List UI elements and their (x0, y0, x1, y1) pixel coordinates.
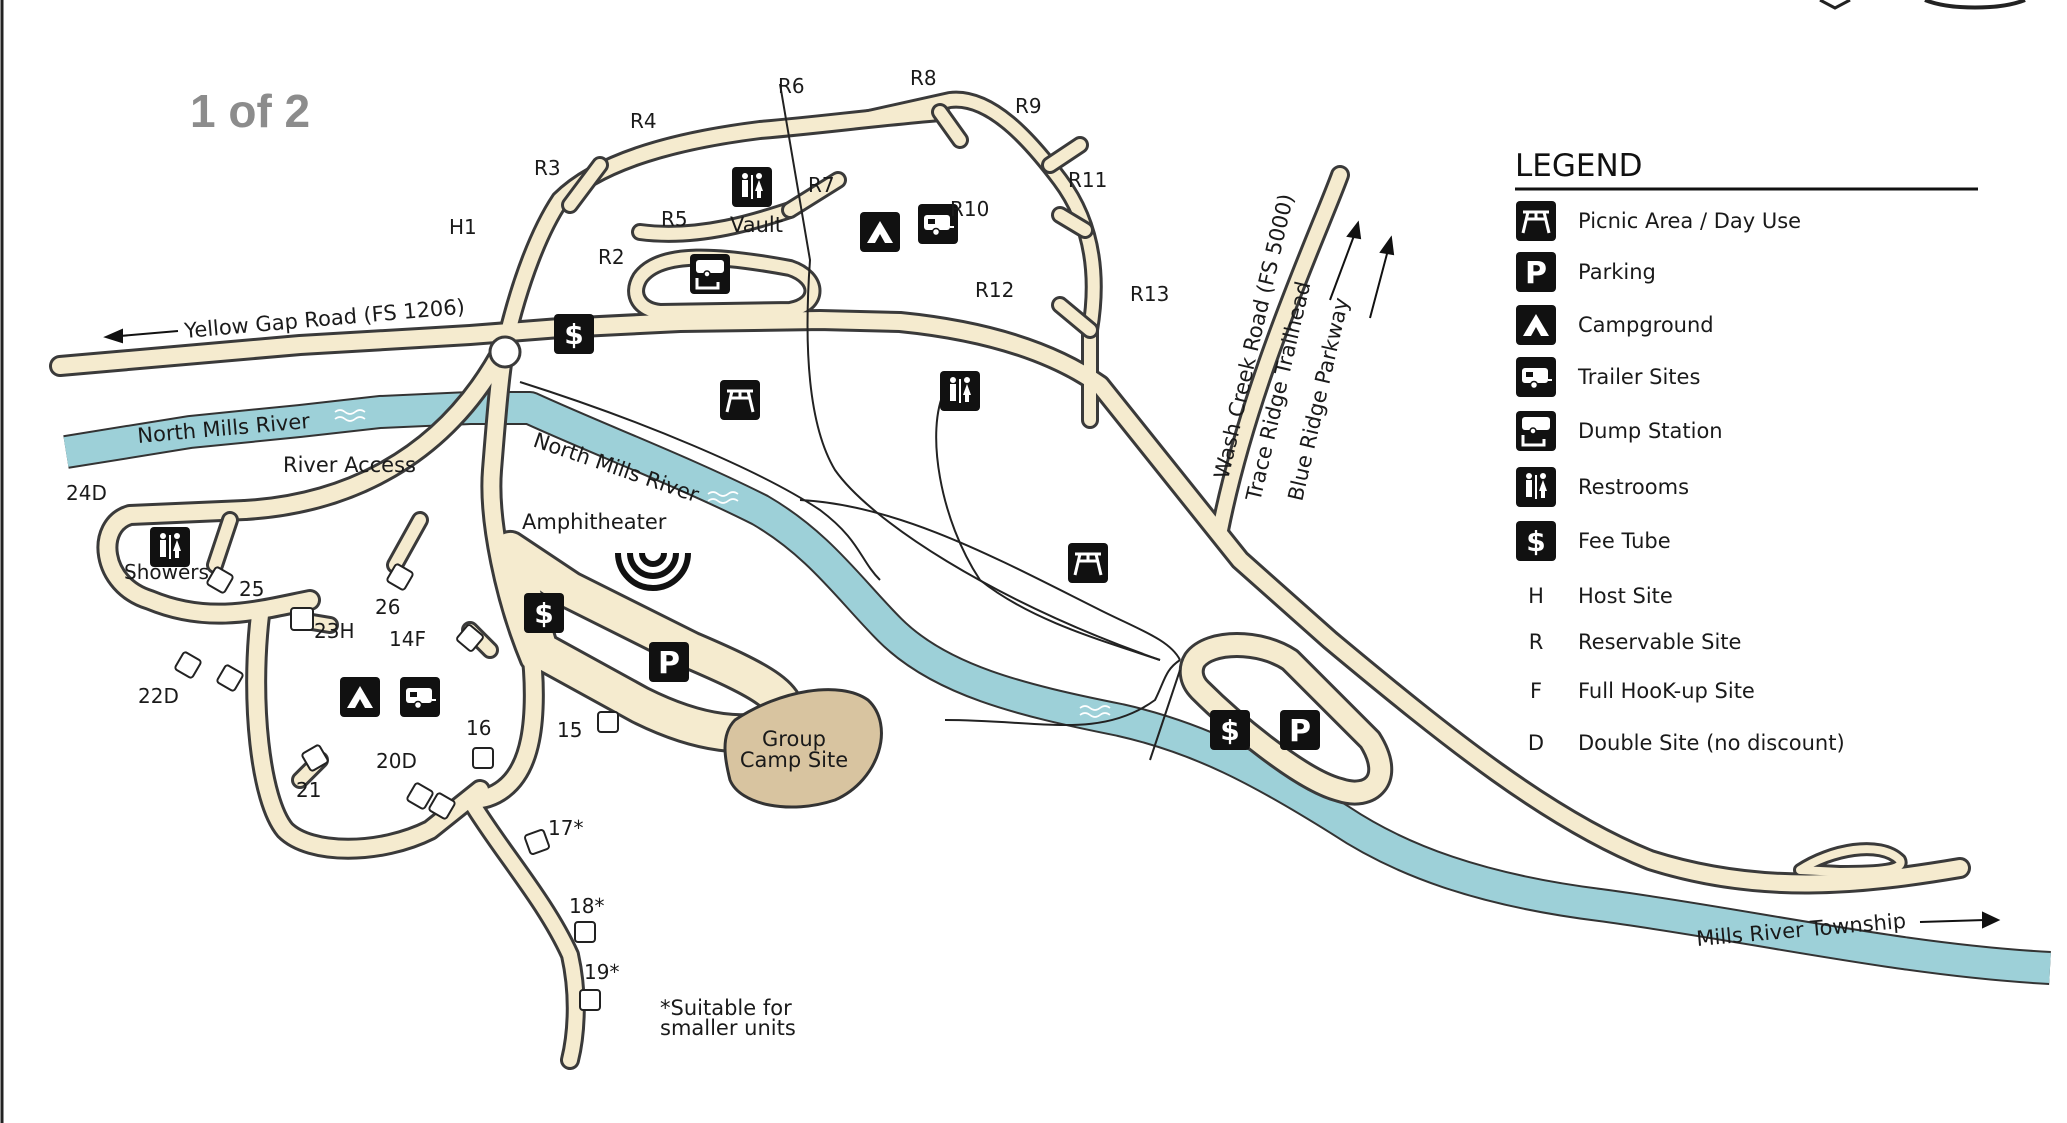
legend-label: Fee Tube (1578, 529, 1671, 553)
site-label: 25 (239, 577, 264, 601)
site-label: R8 (910, 66, 937, 90)
trailer-icon (399, 676, 441, 718)
legend-label: Reservable Site (1578, 630, 1741, 654)
river (63, 391, 2051, 985)
site-label: 19* (584, 960, 619, 984)
amphitheater-icon (615, 552, 691, 591)
parking-icon: P (1280, 710, 1320, 750)
site-label: R12 (975, 278, 1014, 302)
river-access-label: River Access (283, 453, 416, 477)
site-label: 21 (296, 778, 321, 802)
showers-label: Showers (124, 560, 209, 584)
site-label: 17* (548, 816, 583, 840)
legend-code: H (1528, 584, 1544, 608)
site-label: 18* (569, 894, 604, 918)
site-label: 20D (376, 749, 417, 773)
picnic-icon (1514, 199, 1558, 243)
vault-restroom-icon (732, 167, 772, 207)
fee-tube-icon: $ (554, 314, 594, 354)
legend-label: Parking (1578, 260, 1656, 284)
group-camp-site-area (723, 688, 883, 809)
dump-station-icon (688, 252, 732, 296)
legend-code: F (1530, 679, 1542, 703)
legend-label: Trailer Sites (1577, 365, 1700, 389)
group-camp-label: Camp Site (740, 748, 848, 772)
campground-icon (1516, 305, 1556, 345)
svg-text:$: $ (564, 318, 583, 351)
svg-text:P: P (658, 646, 680, 681)
site-label: R6 (778, 74, 805, 98)
site-label: 23H (314, 619, 355, 643)
legend-label: Restrooms (1578, 475, 1689, 499)
legend-code: R (1529, 630, 1544, 654)
legend-code: D (1528, 731, 1544, 755)
site-label: R11 (1068, 168, 1107, 192)
dump-station-icon (1514, 409, 1558, 453)
picnic-icon (1066, 541, 1110, 585)
legend-title: LEGEND (1515, 148, 1643, 184)
legend-label: Dump Station (1578, 419, 1723, 443)
campground-icon (860, 212, 900, 252)
site-label: R13 (1130, 282, 1169, 306)
restroom-icon (1516, 467, 1556, 507)
site-label: 24D (66, 481, 107, 505)
parking-icon: P (1516, 252, 1556, 292)
site-label: H1 (449, 215, 477, 239)
fee-tube-icon: $ (1210, 710, 1250, 750)
svg-text:$: $ (1220, 714, 1239, 747)
site-label: 26 (375, 595, 400, 619)
site-label: R5 (661, 207, 688, 231)
site-label: R7 (808, 173, 835, 197)
legend: LEGEND Picnic Area / Day Use P Parking C… (1514, 148, 1978, 755)
fee-tube-icon: $ (524, 593, 564, 633)
site-label: 16 (466, 716, 491, 740)
legend-label: Campground (1578, 313, 1714, 337)
group-camp-label: Group (762, 727, 826, 751)
legend-label: Picnic Area / Day Use (1578, 209, 1801, 233)
svg-text:P: P (1289, 714, 1311, 749)
site-label: 22D (138, 684, 179, 708)
site-label: R4 (630, 109, 657, 133)
site-label: R9 (1015, 94, 1042, 118)
amphitheater-label: Amphitheater (522, 510, 667, 534)
campground-icon (340, 677, 380, 717)
site-label: R2 (598, 245, 625, 269)
restroom-icon (940, 371, 980, 411)
trailer-icon (1515, 356, 1557, 398)
fee-tube-icon: $ (1516, 521, 1556, 561)
vault-label: Vault (730, 213, 783, 237)
site-label: 15 (557, 718, 582, 742)
legend-label: Double Site (no discount) (1578, 731, 1845, 755)
site-label: R3 (534, 156, 561, 180)
legend-label: Host Site (1578, 584, 1673, 608)
footnote-label: smaller units (660, 1016, 796, 1040)
svg-text:$: $ (534, 597, 553, 630)
site-label: 14F (389, 627, 426, 651)
site-markers (174, 563, 619, 1011)
site-label: R10 (950, 197, 989, 221)
svg-text:$: $ (1526, 525, 1545, 558)
page-indicator: 1 of 2 (190, 85, 310, 137)
parking-icon: P (649, 642, 689, 682)
svg-text:P: P (1525, 256, 1547, 291)
footnote-label: *Suitable for (660, 996, 792, 1020)
legend-label: Full HooK-up Site (1578, 679, 1755, 703)
picnic-icon (718, 378, 762, 422)
